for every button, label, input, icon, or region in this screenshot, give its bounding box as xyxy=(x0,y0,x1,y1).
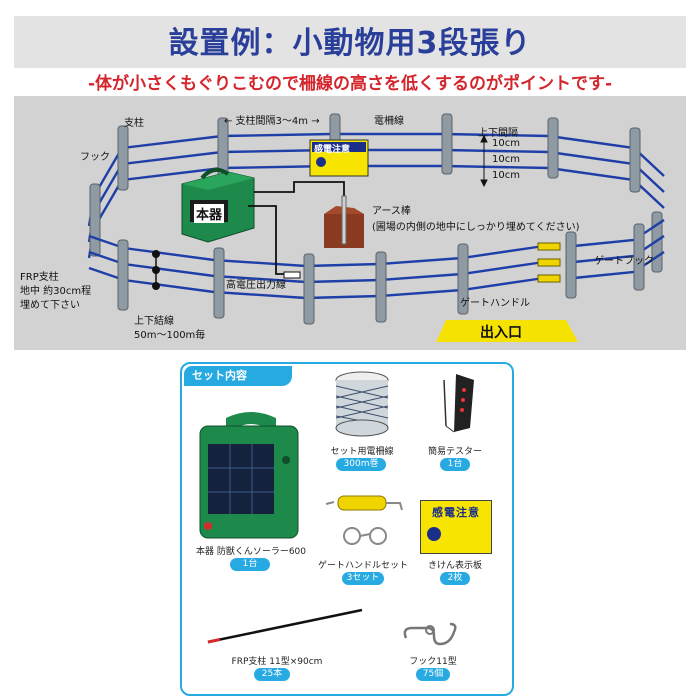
item-wire-qty: 300m巻 xyxy=(336,458,386,471)
page-subtitle: -体が小さくもぐりこむので柵線の高さを低くするのがポイントです- xyxy=(87,74,613,94)
gap-value-3: 10cm xyxy=(492,170,520,181)
item-tester-qty: 1台 xyxy=(440,458,470,471)
front-posts xyxy=(117,223,645,325)
connect-label-1: 上下結線 xyxy=(134,316,174,327)
item-board-qty: 2枚 xyxy=(440,572,470,585)
set-contents-header: セット内容 xyxy=(184,366,292,386)
item-unit-name: 本器 防獣くんソーラー600 xyxy=(195,547,307,557)
item-board-name: きけん表示板 xyxy=(427,561,482,571)
solar-unit-image xyxy=(199,412,299,539)
frp-pole-image xyxy=(207,608,363,644)
fence-illustration xyxy=(87,113,665,342)
hv-connector xyxy=(283,271,301,279)
earth-rod xyxy=(324,195,364,248)
connection-dots xyxy=(152,250,160,290)
item-pole-name: FRP支柱 11型×90cm xyxy=(231,657,323,667)
item-gate-name: ゲートハンドルセット xyxy=(317,561,408,571)
connect-label-2: 50m～100m毎 xyxy=(134,330,206,341)
installation-diagram-panel: 設置例：小動物用3段張り -体が小さくもぐりこむので柵線の高さを低くするのがポイ… xyxy=(14,16,686,350)
gate-handle-image xyxy=(325,495,403,545)
frp-note-2: 地中 約30cm程 xyxy=(20,286,92,297)
frp-note-3: 埋めて下さい xyxy=(20,300,80,311)
item-tester-name: 簡易テスター xyxy=(427,447,482,457)
warning-board-image: 感電注意 xyxy=(420,500,492,554)
wire-label: 電柵線 xyxy=(374,116,404,127)
gap-label: 上下間隔 xyxy=(478,128,518,139)
hook-image xyxy=(403,622,457,646)
gate-hook-label: ゲートフック xyxy=(594,256,654,267)
tester-image xyxy=(443,374,474,433)
sign-label: 感電注意 xyxy=(314,145,351,155)
item-gate-qty: 3セット xyxy=(342,572,384,585)
wire-spool-image xyxy=(335,371,389,437)
spacing-label: ← 支柱間隔3～4m → xyxy=(224,116,320,127)
entrance-marker xyxy=(436,320,578,342)
entrance-label: 出入口 xyxy=(480,325,522,341)
item-hook-name: フック11型 xyxy=(409,657,457,667)
item-hook-qty: 75個 xyxy=(416,668,450,681)
gate-handle-label: ゲートハンドル xyxy=(460,298,530,309)
earth-wire xyxy=(254,181,345,208)
gap-arrows xyxy=(480,134,488,188)
page-title: 設置例：小動物用3段張り xyxy=(168,26,532,61)
earth-label: アース棒 xyxy=(372,206,411,217)
support-label: 支柱 xyxy=(124,118,144,129)
warning-bolt-icon xyxy=(427,527,441,541)
item-unit-qty: 1台 xyxy=(230,558,270,571)
hook-label: フック xyxy=(80,152,110,163)
fence-warning-sign xyxy=(309,139,369,177)
frp-note-1: FRP支柱 xyxy=(20,272,59,283)
item-wire-name: セット用電柵線 xyxy=(330,447,394,457)
gap-value-1: 10cm xyxy=(492,138,520,149)
hv-label: 高電圧出力線 xyxy=(226,280,286,291)
gap-value-2: 10cm xyxy=(492,154,520,165)
gate-handles xyxy=(537,242,561,283)
fence-scene: 支柱 ← 支柱間隔3～4m → 電柵線 フック 感電注意 上下間隔 10cm 1… xyxy=(14,96,686,350)
title-band xyxy=(14,16,686,68)
back-wires xyxy=(87,132,665,259)
warning-board-text: 感電注意 xyxy=(432,506,480,519)
unit-label: 本器 xyxy=(194,204,225,223)
earth-note: (圃場の内側の地中にしっかり埋めてください) xyxy=(372,222,580,233)
item-pole-qty: 25本 xyxy=(254,668,290,681)
